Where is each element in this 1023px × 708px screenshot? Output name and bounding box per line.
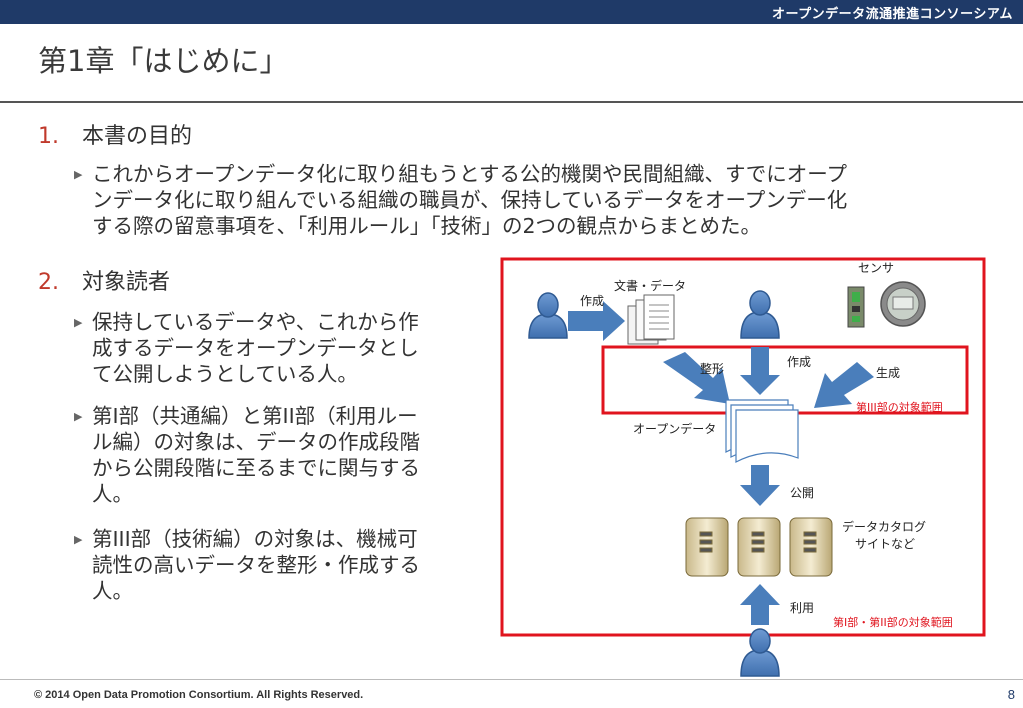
section-number: 1. xyxy=(38,124,59,149)
bullet-line: これからオープンデータ化に取り組もうとする公的機関や民間組織、すでにオープ xyxy=(92,162,848,186)
bullet-line: ンデータ化に取り組んでいる組織の職員が、保持しているデータをオープンデー化 xyxy=(92,188,848,212)
label-catalog: データカタログ xyxy=(842,519,926,534)
bullet-line: 保持しているデータや、これから作 xyxy=(92,310,419,334)
label-publish: 公開 xyxy=(790,486,814,500)
bullet-line: 第I部（共通編）と第II部（利用ルー xyxy=(92,404,418,428)
documents-icon xyxy=(627,294,675,345)
section-heading: 1. 本書の目的 xyxy=(38,118,192,150)
bullet-line: 人。 xyxy=(92,482,133,506)
label-catalog-sub: サイトなど xyxy=(855,537,915,551)
title-divider xyxy=(0,101,1023,103)
bullet-line: 成するデータをオープンデータとし xyxy=(92,336,419,360)
bullet-item: ▶ これからオープンデータ化に取り組もうとする公的機関や民間組織、すでにオープ … xyxy=(74,161,848,239)
page-number: 8 xyxy=(1007,687,1015,702)
section-heading: 2. 対象読者 xyxy=(38,264,170,296)
arrow-down-icon xyxy=(740,465,780,506)
person-icon xyxy=(740,290,780,339)
copyright-text: © 2014 Open Data Promotion Consortium. A… xyxy=(34,689,364,701)
bullet-item: ▶ 第I部（共通編）と第II部（利用ルー ル編）の対象は、データの作成段階 から… xyxy=(74,403,420,507)
section-number: 2. xyxy=(38,270,59,295)
arrow-up-icon xyxy=(740,584,780,625)
arrow-right-icon xyxy=(568,301,625,341)
label-opendata: オープンデータ xyxy=(633,421,716,436)
label-sensor: センサ xyxy=(858,261,894,275)
person-icon xyxy=(528,292,568,339)
arrow-down-icon xyxy=(740,347,780,395)
section-title: 対象読者 xyxy=(82,270,171,295)
bullet-line: て公開しようとしている人。 xyxy=(92,362,358,386)
label-use: 利用 xyxy=(790,601,814,615)
arrow-diagonal-icon xyxy=(814,362,874,408)
server-icon xyxy=(685,517,729,577)
server-icon xyxy=(737,517,781,577)
label-generate: 生成 xyxy=(876,366,900,380)
bullet-item: ▶ 第III部（技術編）の対象は、機械可 読性の高いデータを整形・作成する 人。 xyxy=(74,526,420,604)
organization-name: オープンデータ流通推進コンソーシアム xyxy=(771,7,1013,22)
arrow-diagonal-icon xyxy=(663,352,730,404)
label-create-doc: 作成 xyxy=(580,294,604,308)
label-scope-part3: 第III部の対象範囲 xyxy=(856,400,943,414)
label-document: 文書・データ xyxy=(614,278,686,293)
bullet-line: 人。 xyxy=(92,579,133,603)
label-scope-part1-2: 第I部・第II部の対象範囲 xyxy=(833,615,953,629)
bullet-line: から公開段階に至るまでに関与する xyxy=(92,456,420,480)
label-create-center: 作成 xyxy=(787,355,811,369)
bullet-line: 読性の高いデータを整形・作成する xyxy=(92,553,420,577)
opendata-documents-icon xyxy=(725,399,799,463)
page-title: 第1章「はじめに」 xyxy=(38,44,289,78)
bullet-item: ▶ 保持しているデータや、これから作 成するデータをオープンデータとし て公開し… xyxy=(74,309,419,387)
bullet-marker: ▶ xyxy=(74,533,83,546)
bullet-line: する際の留意事項を、「利用ルール」「技術」の2つの観点からまとめた。 xyxy=(92,214,762,238)
bullet-line: ル編）の対象は、データの作成段階 xyxy=(92,430,420,454)
sensor-icon xyxy=(847,281,926,328)
bullet-marker: ▶ xyxy=(74,168,83,181)
bullet-line: 第III部（技術編）の対象は、機械可 xyxy=(92,527,418,551)
section-title: 本書の目的 xyxy=(82,124,193,149)
bullet-marker: ▶ xyxy=(74,316,83,329)
label-format: 整形 xyxy=(700,361,724,376)
person-icon xyxy=(740,628,780,677)
header-bar: オープンデータ流通推進コンソーシアム xyxy=(0,0,1023,24)
bullet-marker: ▶ xyxy=(74,410,83,423)
scope-frame-part1-2 xyxy=(500,257,986,637)
footer-divider xyxy=(0,679,1023,680)
server-icon xyxy=(789,517,833,577)
